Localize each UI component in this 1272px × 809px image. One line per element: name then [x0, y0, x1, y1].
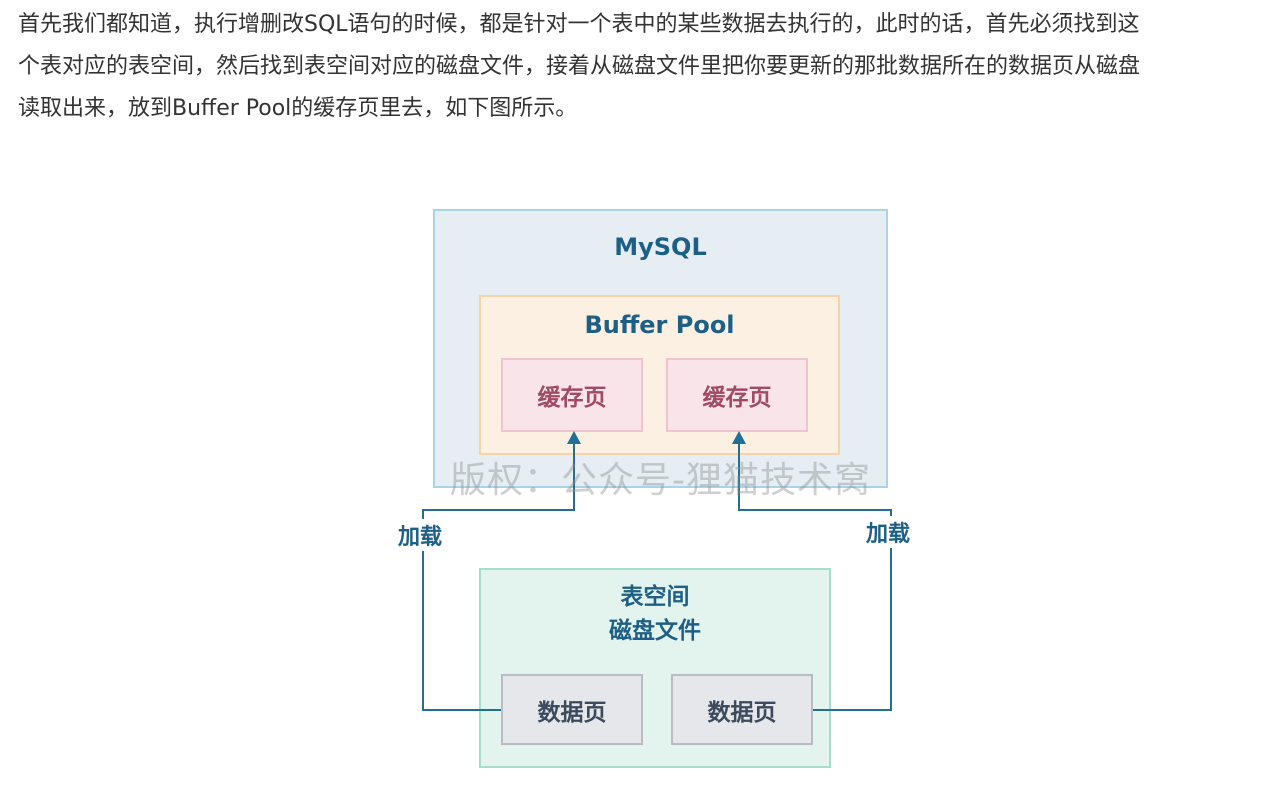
- load-label-right: 加载: [864, 516, 913, 548]
- buffer-pool-label: Buffer Pool: [584, 311, 735, 339]
- paragraph-line: 首先我们都知道，执行增删改SQL语句的时候，都是针对一个表中的某些数据去执行的，…: [18, 12, 1140, 37]
- load-arrow-left-line: [422, 440, 575, 711]
- mysql-label: MySQL: [614, 233, 707, 261]
- tablespace-label-line2: 磁盘文件: [609, 618, 701, 644]
- tablespace-label-line1: 表空间: [620, 584, 690, 610]
- arrow-head-right-icon: [732, 431, 746, 444]
- paragraph-line: 个表对应的表空间，然后找到表空间对应的磁盘文件，接着从磁盘文件里把你要更新的那批…: [18, 54, 1141, 79]
- cache-page-left: 缓存页: [501, 358, 643, 432]
- tablespace-label: 表空间 磁盘文件: [481, 580, 829, 648]
- load-label-left: 加载: [396, 519, 445, 551]
- load-arrows: [422, 431, 892, 711]
- copyright-watermark: 版权：公众号-狸猫技术窝: [450, 460, 871, 501]
- paragraph-line: 读取出来，放到Buffer Pool的缓存页里去，如下图所示。: [18, 96, 578, 121]
- data-page-left: 数据页: [501, 674, 643, 745]
- data-page-right: 数据页: [671, 674, 813, 745]
- buffer-pool-diagram: MySQL Buffer Pool 缓存页 缓存页 表空间 磁盘文件 数据页 数…: [380, 200, 940, 780]
- intro-paragraph: 首先我们都知道，执行增删改SQL语句的时候，都是针对一个表中的某些数据去执行的，…: [18, 4, 1254, 130]
- arrow-head-left-icon: [567, 431, 581, 444]
- load-arrow-right-line: [738, 440, 892, 711]
- cache-page-right: 缓存页: [666, 358, 808, 432]
